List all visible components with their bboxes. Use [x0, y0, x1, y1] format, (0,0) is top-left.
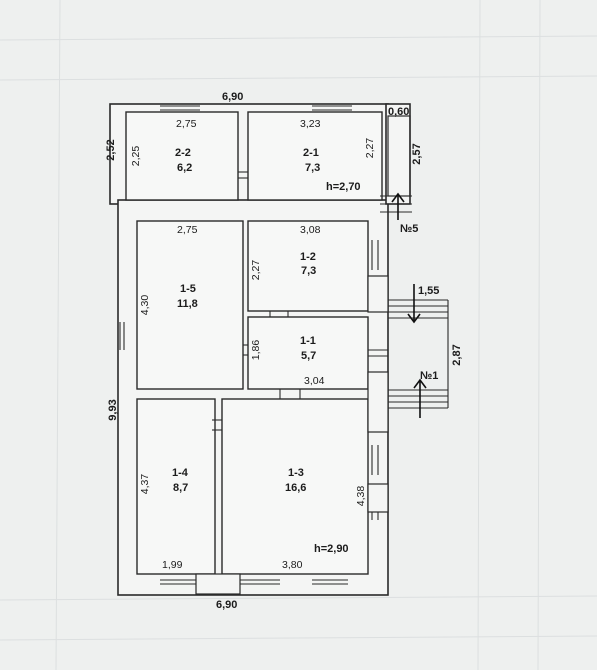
room-2-1-height: 2,27	[364, 138, 376, 159]
room-1-5-id: 1-5	[180, 283, 196, 295]
room-1-5-height: 4,30	[139, 295, 151, 316]
room-1-1-area: 5,7	[301, 350, 316, 362]
stair-side	[388, 284, 449, 418]
room-2-2	[125, 111, 239, 201]
room-1-1	[247, 316, 369, 390]
room-1-3-area: 16,6	[285, 482, 306, 494]
outer-left-upper-height: 2,52	[105, 139, 117, 160]
stair-top-width: 0,60	[388, 106, 409, 118]
room-2-2-width: 2,75	[176, 118, 197, 130]
room-1-4	[136, 398, 216, 575]
stair-top-height: 2,57	[411, 143, 423, 164]
room-1-5	[136, 220, 244, 390]
room-2-2-height: 2,25	[130, 146, 142, 167]
stair-side-label: №1	[420, 370, 438, 382]
room-1-1-width: 3,04	[304, 375, 325, 387]
room-1-5-area: 11,8	[177, 298, 198, 310]
room-1-3-id: 1-3	[288, 467, 304, 479]
room-2-1	[247, 111, 383, 201]
room-1-2	[247, 220, 369, 312]
height-lower: h=2,90	[314, 543, 349, 555]
room-1-5-width: 2,75	[177, 224, 198, 236]
stair-side-height: 2,87	[451, 344, 463, 365]
room-1-4-height: 4,37	[139, 474, 151, 495]
room-2-1-id: 2-1	[303, 147, 319, 159]
room-2-1-area: 7,3	[305, 162, 320, 174]
room-1-4-width: 1,99	[162, 559, 183, 571]
outer-left-total-height: 9,93	[107, 399, 119, 420]
height-upper: h=2,70	[326, 181, 361, 193]
room-2-2-id: 2-2	[175, 147, 191, 159]
outer-bottom-width: 6,90	[216, 599, 237, 611]
room-1-2-id: 1-2	[300, 251, 316, 263]
room-1-1-id: 1-1	[300, 335, 316, 347]
room-1-3-height: 4,38	[355, 486, 367, 507]
room-1-3-width: 3,80	[282, 559, 303, 571]
room-1-3	[221, 398, 369, 575]
doors	[195, 171, 389, 595]
stair-side-width: 1,55	[418, 285, 439, 297]
room-1-1-height: 1,86	[250, 340, 262, 361]
outer-top-width: 6,90	[222, 91, 243, 103]
room-1-4-id: 1-4	[172, 467, 189, 479]
stair-top-label: №5	[400, 223, 418, 235]
room-1-2-width: 3,08	[300, 224, 321, 236]
room-2-1-width: 3,23	[300, 118, 321, 130]
room-1-2-area: 7,3	[301, 265, 316, 277]
rooms	[125, 111, 383, 575]
stair-top	[380, 115, 412, 220]
room-1-2-height: 2,27	[250, 260, 262, 281]
room-1-4-area: 8,7	[173, 482, 188, 494]
room-2-2-area: 6,2	[177, 162, 192, 174]
